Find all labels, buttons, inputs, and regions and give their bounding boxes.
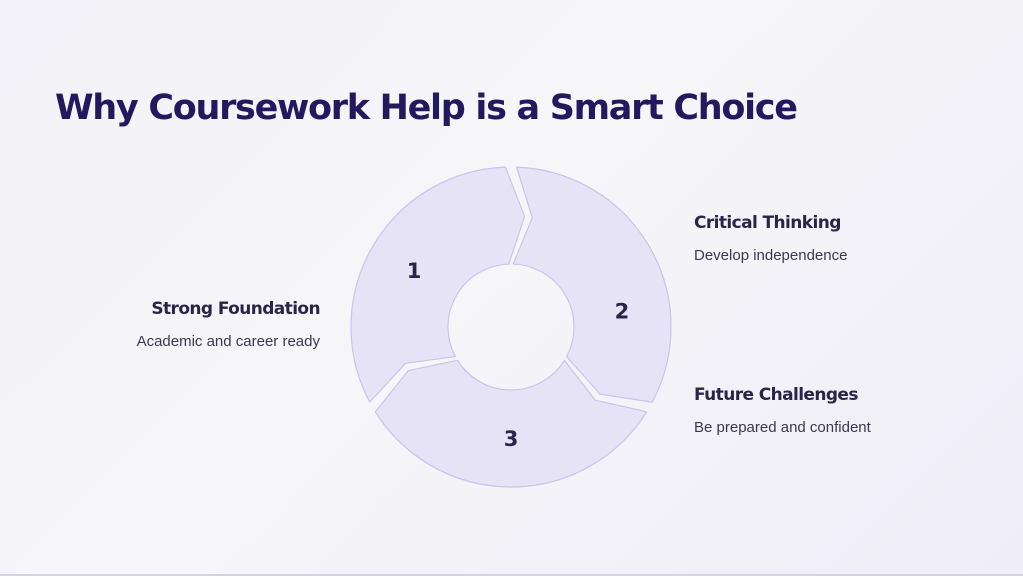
step-3-title: Future Challenges — [694, 385, 858, 405]
cycle-step-numbers: 1 2 3 — [407, 259, 630, 451]
cycle-diagram: 1 2 3 — [350, 166, 672, 488]
step-3-label: Future Challenges Be prepared and confid… — [694, 385, 954, 436]
cycle-segments — [350, 166, 672, 488]
cycle-segment-2 — [512, 166, 672, 403]
cycle-step-number-1: 1 — [407, 259, 422, 283]
step-2-title: Critical Thinking — [694, 213, 841, 233]
slide-title: Why Coursework Help is a Smart Choice — [55, 88, 798, 128]
step-2-description: Develop independence — [694, 247, 848, 264]
step-1-label: Strong Foundation Academic and career re… — [60, 299, 321, 350]
cycle-step-number-2: 2 — [615, 299, 630, 323]
cycle-segment-3 — [374, 359, 648, 488]
cycle-step-number-3: 3 — [504, 427, 519, 451]
step-1-description: Academic and career ready — [136, 333, 320, 350]
step-2-label: Critical Thinking Develop independence — [694, 213, 954, 264]
step-1-title: Strong Foundation — [151, 299, 320, 319]
cycle-segment-1 — [350, 166, 526, 403]
step-3-description: Be prepared and confident — [694, 419, 871, 436]
bottom-border — [0, 574, 1023, 576]
